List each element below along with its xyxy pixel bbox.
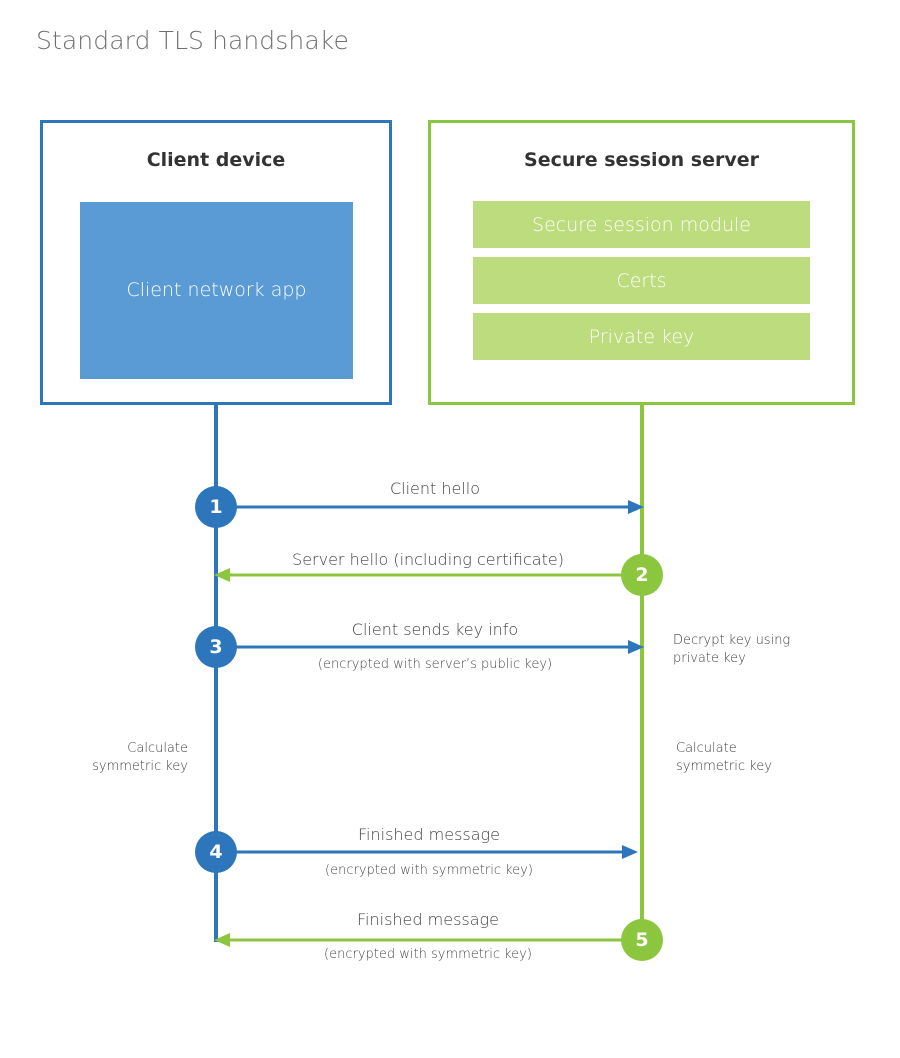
server-component-secure-session-module: Secure session module xyxy=(473,201,810,248)
note-decrypt-key: Decrypt key using private key xyxy=(673,632,863,667)
step-circle-4[interactable]: 4 xyxy=(195,831,237,873)
arrow-step-4 xyxy=(216,845,638,859)
step-circle-3[interactable]: 3 xyxy=(195,626,237,668)
step-circle-2[interactable]: 2 xyxy=(621,554,663,596)
client-network-app-block: Client network app xyxy=(80,202,353,379)
message-label-step-1: Client hello xyxy=(389,479,481,498)
message-label-step-2: Server hello (including certificate) xyxy=(292,550,564,569)
note-server-calculate-symmetric-key: Calculate symmetric key xyxy=(676,740,866,775)
secure-session-server-box: Secure session server Secure session mod… xyxy=(428,120,855,405)
note-client-calculate-symmetric-key: Calculate symmetric key xyxy=(20,740,188,775)
note-decrypt-key-line1: Decrypt key using xyxy=(673,633,791,648)
server-lifeline xyxy=(640,405,644,942)
note-client-calculate-line2: symmetric key xyxy=(92,758,188,774)
arrow-step-3 xyxy=(216,640,644,654)
client-device-title: Client device xyxy=(146,149,286,171)
arrow-step-1 xyxy=(216,500,644,514)
server-components-list: Secure session module Certs Private key xyxy=(473,201,810,360)
step-circle-1[interactable]: 1 xyxy=(195,486,237,528)
note-decrypt-key-line2: private key xyxy=(673,650,746,666)
client-lifeline xyxy=(214,405,218,942)
message-label-step-3: Client sends key info xyxy=(351,620,519,639)
message-label-step-5: Finished message xyxy=(357,910,499,929)
server-component-private-key: Private key xyxy=(473,313,810,360)
page-title: Standard TLS handshake xyxy=(36,26,349,55)
arrow-step-2 xyxy=(214,568,642,582)
step-circle-5[interactable]: 5 xyxy=(621,919,663,961)
note-server-calculate-line1: Calculate xyxy=(676,741,737,756)
server-component-certs: Certs xyxy=(473,257,810,304)
note-client-calculate-line1: Calculate xyxy=(127,741,188,756)
client-device-box: Client device Client network app xyxy=(40,120,392,405)
note-server-calculate-line2: symmetric key xyxy=(676,758,772,774)
secure-session-server-title: Secure session server xyxy=(524,149,759,171)
message-sublabel-step-5: (encrypted with symmetric key) xyxy=(324,947,532,962)
message-label-step-4: Finished message xyxy=(358,825,500,844)
message-sublabel-step-4: (encrypted with symmetric key) xyxy=(325,863,533,878)
message-sublabel-step-3: (encrypted with server’s public key) xyxy=(317,657,553,672)
arrow-step-5 xyxy=(214,933,642,947)
